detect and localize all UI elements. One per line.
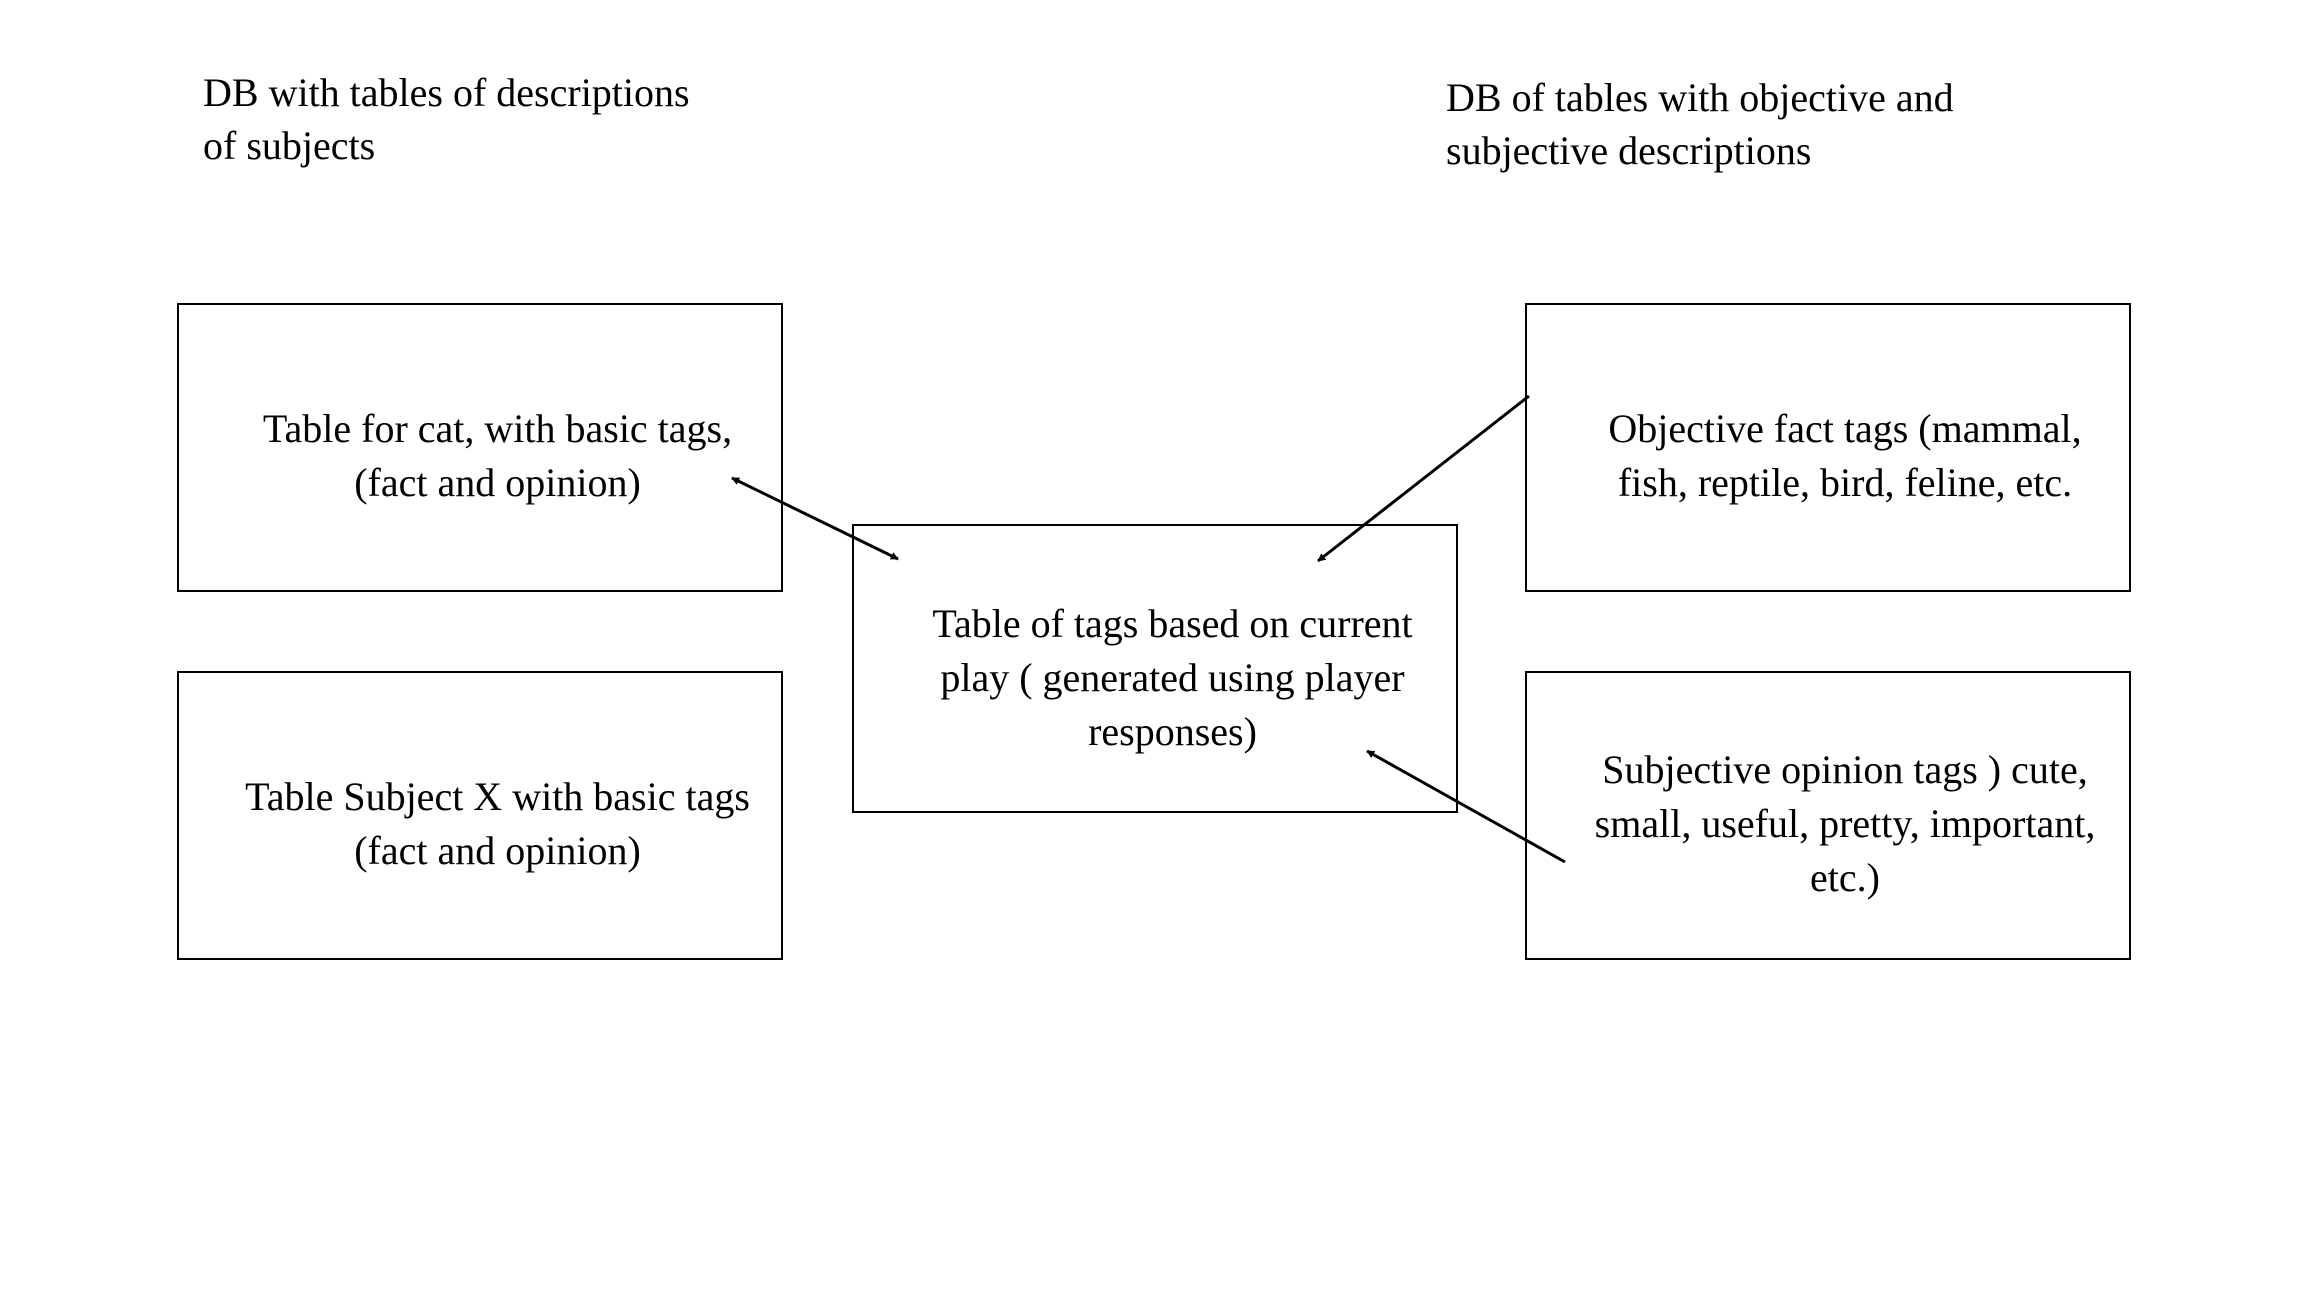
subjective-tags-label-line-2: small, useful, pretty, important, <box>1594 801 2096 846</box>
current-play-tags-label: Table of tags based on current play ( ge… <box>880 597 1465 759</box>
heading-subject-db-line-1: DB with tables of descriptions <box>203 70 690 115</box>
heading-descriptions-db-line-1: DB of tables with objective and <box>1446 75 1954 120</box>
heading-descriptions-db: DB of tables with objective and subjecti… <box>1446 71 1954 177</box>
cat-table-box <box>177 303 783 592</box>
heading-descriptions-db-line-2: subjective descriptions <box>1446 128 1812 173</box>
objective-tags-label-line-1: Objective fact tags (mammal, <box>1608 406 2082 451</box>
subjective-tags-label: Subjective opinion tags ) cute, small, u… <box>1545 743 2145 905</box>
subjective-tags-label-line-1: Subjective opinion tags ) cute, <box>1602 747 2088 792</box>
current-play-tags-label-line-3: responses) <box>1088 709 1257 754</box>
objective-tags-label: Objective fact tags (mammal, fish, repti… <box>1545 402 2145 510</box>
subject-x-table-label-line-1: Table Subject X with basic tags <box>245 774 750 819</box>
subjective-tags-label-line-3: etc.) <box>1810 855 1880 900</box>
subject-x-table-label-line-2: (fact and opinion) <box>354 828 641 873</box>
subject-x-table-box <box>177 671 783 960</box>
objective-tags-label-line-2: fish, reptile, bird, feline, etc. <box>1617 460 2073 505</box>
current-play-tags-box <box>852 524 1458 813</box>
heading-subject-db: DB with tables of descriptions of subjec… <box>203 66 690 172</box>
cat-table-label-line-1: Table for cat, with basic tags, <box>262 406 733 451</box>
cat-table-label: Table for cat, with basic tags, (fact an… <box>200 402 795 510</box>
current-play-tags-label-line-2: play ( generated using player <box>940 655 1405 700</box>
heading-subject-db-line-2: of subjects <box>203 123 376 168</box>
current-play-tags-label-line-1: Table of tags based on current <box>932 601 1413 646</box>
subject-x-table-label: Table Subject X with basic tags (fact an… <box>190 770 805 878</box>
cat-table-label-line-2: (fact and opinion) <box>354 460 641 505</box>
